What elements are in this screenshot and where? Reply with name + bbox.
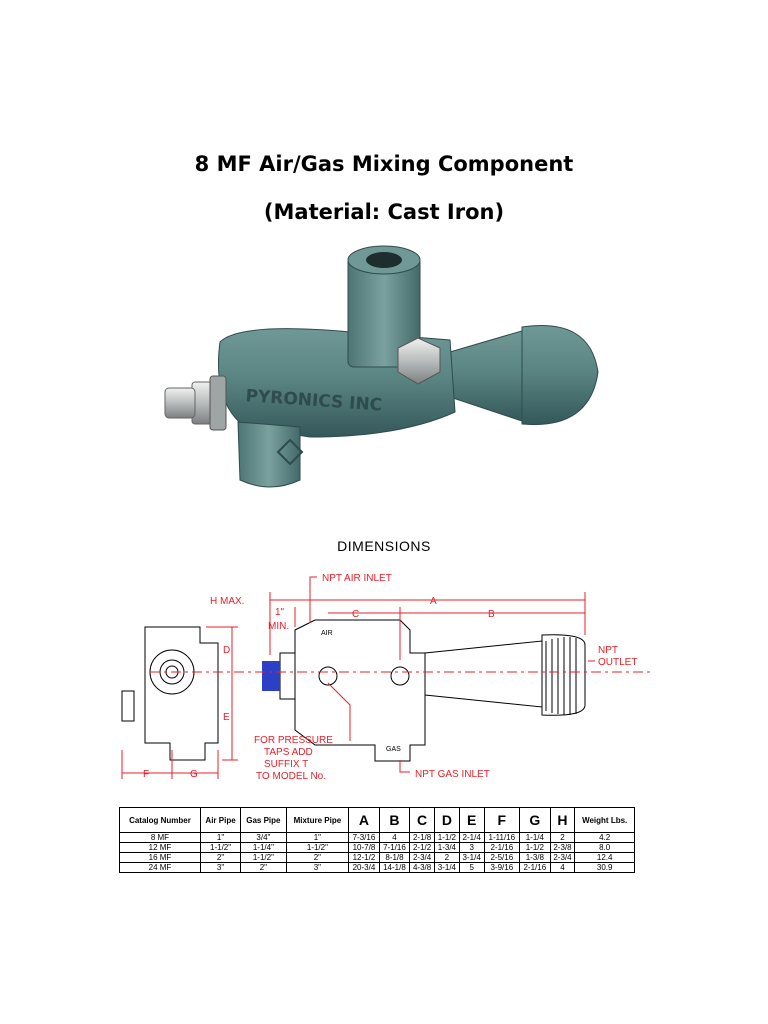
table-row: 12 MF 1-1/2" 1-1/4" 1-1/2" 10-7/8 7-1/16… — [119, 842, 635, 853]
cell-mixture-pipe: 2" — [285, 852, 350, 863]
cell-catalog: 24 MF — [119, 862, 201, 873]
header-d: D — [434, 807, 460, 833]
cell-air-pipe: 3" — [199, 862, 242, 873]
table-row: 8 MF 1" 3/4" 1" 7-3/16 4 2-1/8 1-1/2 2-1… — [119, 832, 635, 843]
dim-c-label: C — [352, 609, 359, 620]
cell-mixture-pipe: 3" — [285, 862, 350, 873]
cell-d: 1-1/2 — [434, 832, 460, 843]
pressure-note-1: FOR PRESSURE — [254, 735, 333, 746]
cell-b: 8-1/8 — [378, 852, 411, 863]
dim-e-label: E — [223, 712, 230, 723]
pressure-note-2: TAPS ADD — [264, 747, 313, 758]
product-photo: PYRONICS INC — [164, 245, 599, 488]
header-gas-pipe: Gas Pipe — [240, 807, 287, 833]
cell-a: 12-1/2 — [348, 852, 380, 863]
cell-b: 7-1/16 — [378, 842, 411, 853]
header-b: B — [378, 807, 411, 833]
cell-c: 2-1/2 — [409, 842, 435, 853]
cell-weight: 8.0 — [574, 842, 635, 853]
cell-gas-pipe: 2" — [240, 862, 287, 873]
air-label: AIR — [321, 630, 333, 637]
header-a: A — [348, 807, 380, 833]
outlet-label: OUTLET — [598, 657, 637, 668]
header-g: G — [519, 807, 551, 833]
specifications-table: Catalog Number Air Pipe Gas Pipe Mixture… — [119, 807, 635, 873]
pressure-note-4: TO MODEL No. — [256, 771, 326, 782]
cell-g: 1-1/4 — [519, 832, 551, 843]
one-inch-label: 1" — [275, 607, 285, 618]
cell-c: 2-1/8 — [409, 832, 435, 843]
header-c: C — [409, 807, 435, 833]
cell-e: 3-1/4 — [458, 852, 485, 863]
cell-g: 2-1/16 — [519, 862, 551, 873]
header-mixture-pipe: Mixture Pipe — [285, 807, 350, 833]
table-row: 24 MF 3" 2" 3" 20-3/4 14-1/8 4-3/8 3-1/4… — [119, 862, 635, 873]
cell-d: 1-3/4 — [434, 842, 460, 853]
pressure-note-3: SUFFIX T — [264, 759, 308, 770]
cell-mixture-pipe: 1-1/2" — [285, 842, 350, 853]
cell-catalog: 16 MF — [119, 852, 201, 863]
cell-b: 4 — [378, 832, 411, 843]
min-label: MIN. — [268, 621, 289, 632]
cell-d: 3-1/4 — [434, 862, 460, 873]
cell-catalog: 12 MF — [119, 842, 201, 853]
h-max-label: H MAX. — [210, 596, 244, 607]
cell-catalog: 8 MF — [119, 832, 201, 843]
cell-c: 2-3/4 — [409, 852, 435, 863]
npt-label: NPT — [598, 645, 618, 656]
cell-gas-pipe: 3/4" — [240, 832, 287, 843]
cell-b: 14-1/8 — [378, 862, 411, 873]
cell-f: 2-1/16 — [483, 842, 521, 853]
cell-g: 1-1/2 — [519, 842, 551, 853]
cell-d: 2 — [434, 852, 460, 863]
cell-g: 1-3/8 — [519, 852, 551, 863]
cell-f: 1-11/16 — [483, 832, 521, 843]
cell-weight: 4.2 — [574, 832, 635, 843]
cell-h: 4 — [549, 862, 576, 873]
adjust-knob — [262, 661, 280, 691]
cell-air-pipe: 1-1/2" — [199, 842, 242, 853]
table-row: 16 MF 2" 1-1/2" 2" 12-1/2 8-1/8 2-3/4 2 … — [119, 852, 635, 863]
page-title: 8 MF Air/Gas Mixing Component — [194, 152, 574, 176]
table-header-row: Catalog Number Air Pipe Gas Pipe Mixture… — [119, 807, 635, 833]
cell-e: 3 — [458, 842, 485, 853]
npt-air-inlet-label: NPT AIR INLET — [322, 573, 392, 584]
dim-b-label: B — [488, 609, 495, 620]
cell-air-pipe: 2" — [199, 852, 242, 863]
gas-label: GAS — [386, 746, 401, 753]
cell-a: 20-3/4 — [348, 862, 380, 873]
cell-gas-pipe: 1-1/2" — [240, 852, 287, 863]
cell-gas-pipe: 1-1/4" — [240, 842, 287, 853]
header-e: E — [458, 807, 485, 833]
cell-a: 10-7/8 — [348, 842, 380, 853]
dim-f-label: F — [143, 769, 149, 780]
material-subtitle: (Material: Cast Iron) — [263, 200, 505, 224]
npt-gas-inlet-label: NPT GAS INLET — [415, 769, 490, 780]
cell-e: 2-1/4 — [458, 832, 485, 843]
cell-mixture-pipe: 1" — [285, 832, 350, 843]
header-catalog-number: Catalog Number — [119, 807, 201, 833]
dimensions-heading: DIMENSIONS — [337, 538, 431, 554]
cell-h: 2-3/8 — [549, 842, 576, 853]
header-air-pipe: Air Pipe — [199, 807, 242, 833]
dim-d-label: D — [223, 645, 230, 656]
dim-g-label: G — [190, 769, 198, 780]
cell-weight: 30.9 — [574, 862, 635, 873]
cell-a: 7-3/16 — [348, 832, 380, 843]
header-f: F — [483, 807, 521, 833]
dim-a-label: A — [430, 596, 437, 607]
header-weight: Weight Lbs. — [574, 807, 635, 833]
cell-weight: 12.4 — [574, 852, 635, 863]
header-h: H — [549, 807, 576, 833]
cell-h: 2 — [549, 832, 576, 843]
cell-e: 5 — [458, 862, 485, 873]
cell-air-pipe: 1" — [199, 832, 242, 843]
cell-f: 3-9/16 — [483, 862, 521, 873]
cell-f: 2-5/16 — [483, 852, 521, 863]
dimension-drawing: NPT AIR INLET H MAX. A 1" MIN. C B D E N… — [121, 573, 650, 782]
cell-c: 4-3/8 — [409, 862, 435, 873]
cell-h: 2-3/4 — [549, 852, 576, 863]
